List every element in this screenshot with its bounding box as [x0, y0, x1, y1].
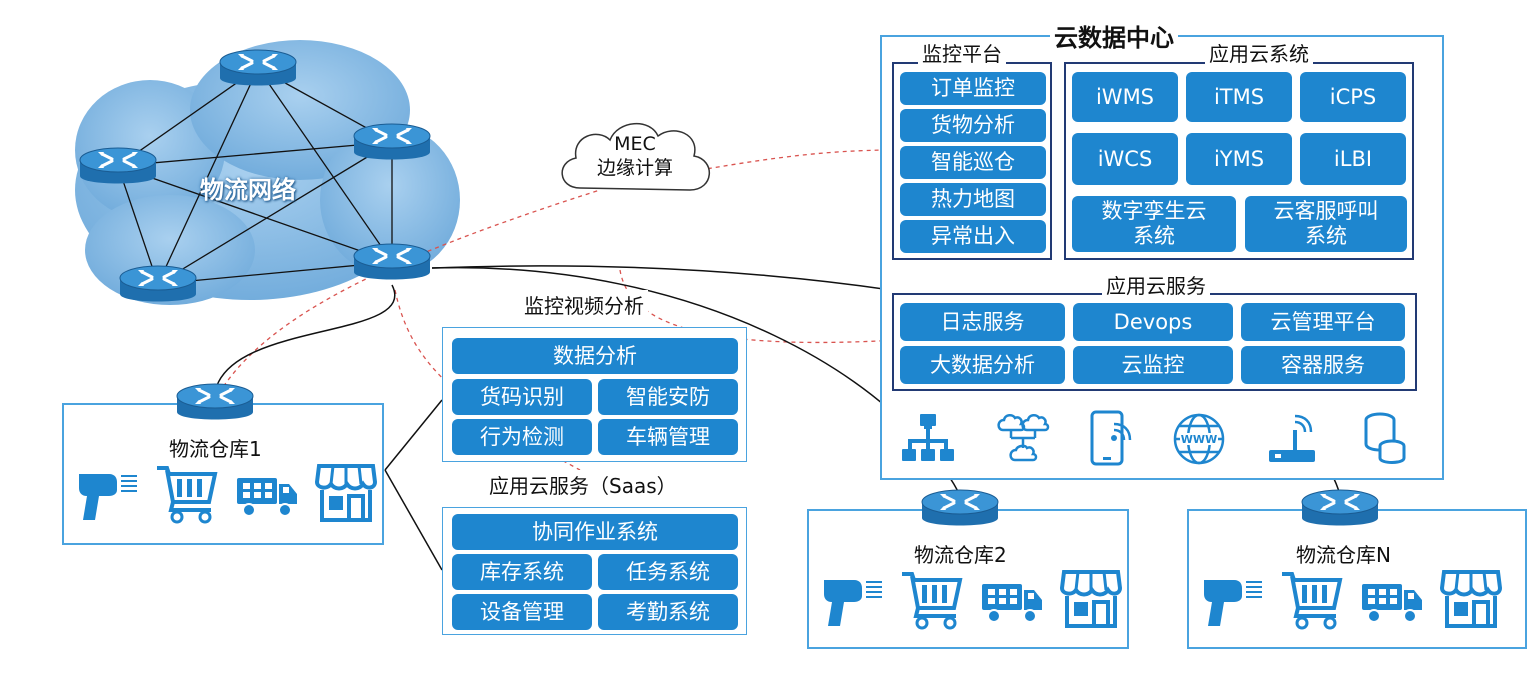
storefront-icon — [1439, 568, 1503, 634]
service-cloud-mgmt-button[interactable]: 云管理平台 — [1241, 303, 1405, 341]
service-log-button[interactable]: 日志服务 — [900, 303, 1065, 341]
mec-cloud: MEC 边缘计算 — [550, 110, 720, 210]
saas-inventory-button[interactable]: 库存系统 — [452, 554, 592, 590]
saas-task-button[interactable]: 任务系统 — [598, 554, 738, 590]
video-cargo-code-button[interactable]: 货码识别 — [452, 379, 592, 415]
router-icon — [175, 382, 255, 428]
database-stack-icon — [1364, 412, 1406, 464]
warehouse-1-name: 物流仓库1 — [169, 437, 262, 461]
monitor-patrol-button[interactable]: 智能巡仓 — [900, 146, 1046, 179]
shopping-cart-icon — [155, 462, 219, 528]
router-icon — [1300, 488, 1380, 534]
shopping-cart-icon — [900, 568, 964, 634]
video-behavior-button[interactable]: 行为检测 — [452, 419, 592, 455]
cloud-nodes-icon — [997, 414, 1050, 462]
saas-title: 应用云服务（Saas） — [485, 470, 681, 499]
mobile-wifi-icon — [1090, 410, 1132, 466]
saas-device-button[interactable]: 设备管理 — [452, 594, 592, 630]
app-callcenter-line2: 系统 — [1305, 224, 1347, 248]
app-systems-title: 应用云系统 — [1205, 38, 1313, 67]
router-icon — [920, 488, 1000, 534]
app-iyms-button[interactable]: iYMS — [1186, 133, 1292, 185]
monitor-order-button[interactable]: 订单监控 — [900, 72, 1046, 105]
router-icon — [218, 48, 298, 94]
service-bigdata-button[interactable]: 大数据分析 — [900, 346, 1065, 384]
www-text: WWW — [1181, 433, 1217, 446]
monitor-cargo-button[interactable]: 货物分析 — [900, 109, 1046, 142]
mec-label-line2: 边缘计算 — [596, 157, 673, 179]
datacenter-title: 云数据中心 — [1050, 18, 1178, 53]
delivery-truck-icon — [1360, 578, 1424, 628]
cloud-services-title: 应用云服务 — [1102, 270, 1210, 299]
app-itms-button[interactable]: iTMS — [1186, 72, 1292, 122]
network-topology-icon — [902, 414, 954, 461]
wireless-router-icon — [1269, 414, 1315, 462]
delivery-truck-icon — [235, 472, 299, 522]
warehouse-2-name: 物流仓库2 — [914, 543, 1007, 567]
service-monitor-button[interactable]: 云监控 — [1073, 346, 1233, 384]
delivery-truck-icon — [980, 578, 1044, 628]
video-vehicle-button[interactable]: 车辆管理 — [598, 419, 738, 455]
video-security-button[interactable]: 智能安防 — [598, 379, 738, 415]
warehouse-n-name: 物流仓库N — [1296, 543, 1391, 567]
app-ilbi-button[interactable]: iLBI — [1300, 133, 1406, 185]
mec-label-line1: MEC — [614, 133, 656, 155]
service-devops-button[interactable]: Devops — [1073, 303, 1233, 341]
video-analytics-title: 监控视频分析 — [520, 290, 648, 319]
monitor-platform-title: 监控平台 — [918, 38, 1006, 67]
storefront-icon — [1059, 568, 1123, 634]
router-icon — [352, 122, 432, 168]
storefront-icon — [314, 462, 378, 528]
monitor-anomaly-button[interactable]: 异常出入 — [900, 220, 1046, 253]
service-container-button[interactable]: 容器服务 — [1241, 346, 1405, 384]
monitor-heatmap-button[interactable]: 热力地图 — [900, 183, 1046, 216]
app-callcenter-button[interactable]: 云客服呼叫 系统 — [1245, 196, 1407, 252]
app-iwms-button[interactable]: iWMS — [1072, 72, 1178, 122]
video-data-analysis-button[interactable]: 数据分析 — [452, 338, 738, 374]
app-digital-twin-line2: 系统 — [1133, 224, 1175, 248]
saas-collab-button[interactable]: 协同作业系统 — [452, 514, 738, 550]
router-icon — [78, 146, 158, 192]
app-icps-button[interactable]: iCPS — [1300, 72, 1406, 122]
barcode-scanner-icon — [1200, 572, 1266, 634]
network-label: 物流网络 — [200, 176, 296, 204]
www-globe-icon: WWW — [1173, 413, 1225, 465]
barcode-scanner-icon — [75, 466, 141, 528]
app-digital-twin-line1: 数字孪生云 — [1101, 199, 1207, 223]
saas-attendance-button[interactable]: 考勤系统 — [598, 594, 738, 630]
app-callcenter-line1: 云客服呼叫 — [1273, 199, 1379, 223]
router-icon — [352, 242, 432, 288]
shopping-cart-icon — [1280, 568, 1344, 634]
app-digital-twin-button[interactable]: 数字孪生云 系统 — [1072, 196, 1236, 252]
router-icon — [118, 264, 198, 310]
app-iwcs-button[interactable]: iWCS — [1072, 133, 1178, 185]
barcode-scanner-icon — [820, 572, 886, 634]
